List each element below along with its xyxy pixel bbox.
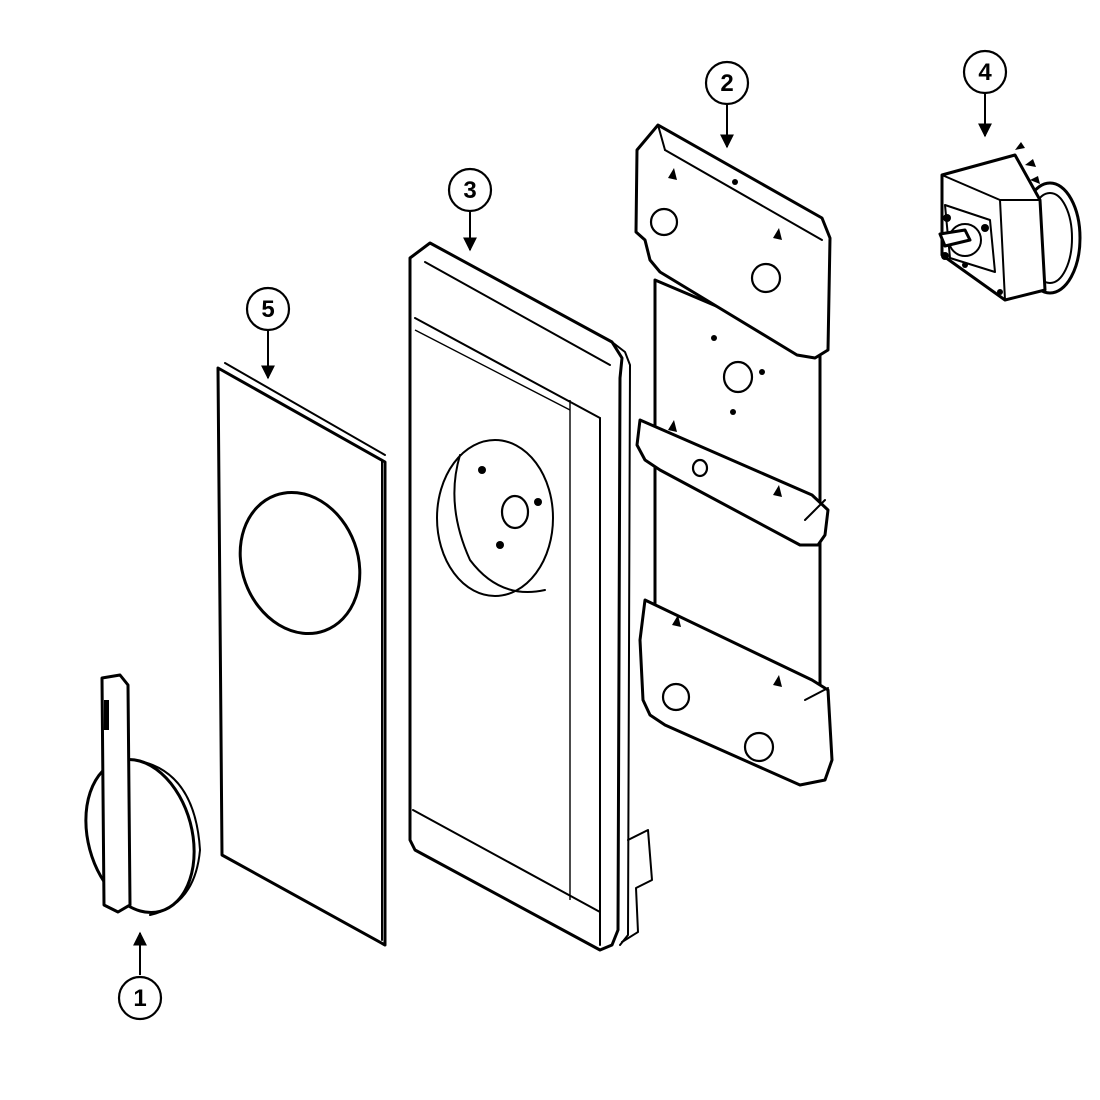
callout-5: 5 bbox=[245, 286, 291, 380]
callout-label-3: 3 bbox=[463, 177, 476, 204]
timer bbox=[938, 142, 1082, 302]
callout-2: 2 bbox=[704, 60, 750, 149]
callout-label-1: 1 bbox=[133, 985, 146, 1012]
control-panel bbox=[408, 241, 653, 952]
callout-label-4: 4 bbox=[978, 59, 992, 86]
mounting-bracket bbox=[634, 123, 834, 787]
callout-3: 3 bbox=[447, 167, 493, 252]
callout-4: 4 bbox=[962, 49, 1008, 138]
callout-label-2: 2 bbox=[720, 70, 733, 97]
overlay-panel bbox=[216, 362, 387, 947]
callout-label-5: 5 bbox=[261, 296, 274, 323]
knob bbox=[84, 673, 201, 916]
callout-1: 1 bbox=[117, 931, 163, 1021]
